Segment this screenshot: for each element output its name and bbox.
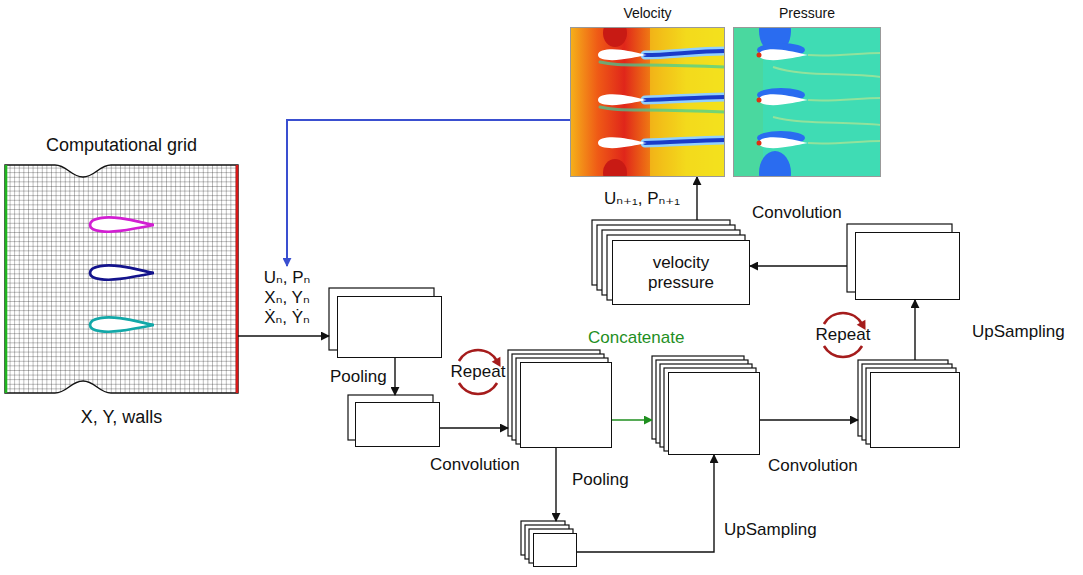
- feature-map: [355, 402, 440, 447]
- feature-map: [855, 232, 960, 300]
- connector: [287, 120, 570, 266]
- image-title: Velocity: [531, 3, 764, 23]
- feature-map: [668, 372, 760, 455]
- edge-label: Convolution: [430, 455, 520, 475]
- feature-map: [337, 296, 442, 358]
- edge-label: Convolution: [768, 456, 858, 476]
- box-text: velocity pressure: [613, 253, 749, 293]
- repeat-loop: Repeat: [814, 311, 873, 359]
- grid-title: Computational grid: [0, 135, 278, 155]
- velocity-field: [570, 27, 725, 177]
- repeat-label: Repeat: [816, 325, 871, 345]
- feature-map: [520, 362, 612, 448]
- pressure-field: [733, 27, 881, 177]
- repeat-arc: [824, 346, 862, 357]
- connector: [914, 300, 915, 360]
- computational-grid: Computational gridX, Y, walls: [5, 163, 238, 395]
- connector: [577, 455, 714, 552]
- connector: [760, 419, 858, 420]
- connector: [696, 177, 697, 220]
- edge-label: UpSampling: [972, 322, 1065, 342]
- field-image: Velocity: [570, 27, 725, 177]
- grid-drawing: [5, 165, 238, 393]
- repeat-arc: [459, 383, 497, 394]
- repeat-label: Repeat: [451, 362, 506, 382]
- image-title: Pressure: [694, 3, 920, 23]
- edge-label: Concatenate: [588, 328, 684, 348]
- connector: [394, 358, 395, 395]
- grid-caption: X, Y, walls: [0, 407, 278, 427]
- edge-label: Convolution: [752, 203, 842, 223]
- connector: [238, 335, 329, 336]
- repeat-loop: Repeat: [449, 348, 508, 396]
- connector: [750, 265, 847, 266]
- edge-label: Uₙ₊₁, Pₙ₊₁: [604, 189, 680, 209]
- connector: [440, 427, 508, 428]
- repeat-arc: [459, 350, 497, 361]
- repeat-arc: [824, 313, 862, 324]
- feature-map: velocity pressure: [612, 240, 750, 305]
- edge-label: Pooling: [572, 470, 629, 490]
- edge-label: UpSampling: [724, 520, 817, 540]
- feature-map: [533, 533, 577, 567]
- feature-map: [870, 372, 960, 448]
- field-image: Pressure: [733, 27, 881, 177]
- edge-label: Pooling: [330, 367, 387, 387]
- connector: [612, 419, 652, 420]
- edge-label: Uₙ, Pₙ Xₙ, Yₙ Ẋₙ, Ẏₙ: [256, 268, 318, 328]
- connector: [555, 448, 556, 521]
